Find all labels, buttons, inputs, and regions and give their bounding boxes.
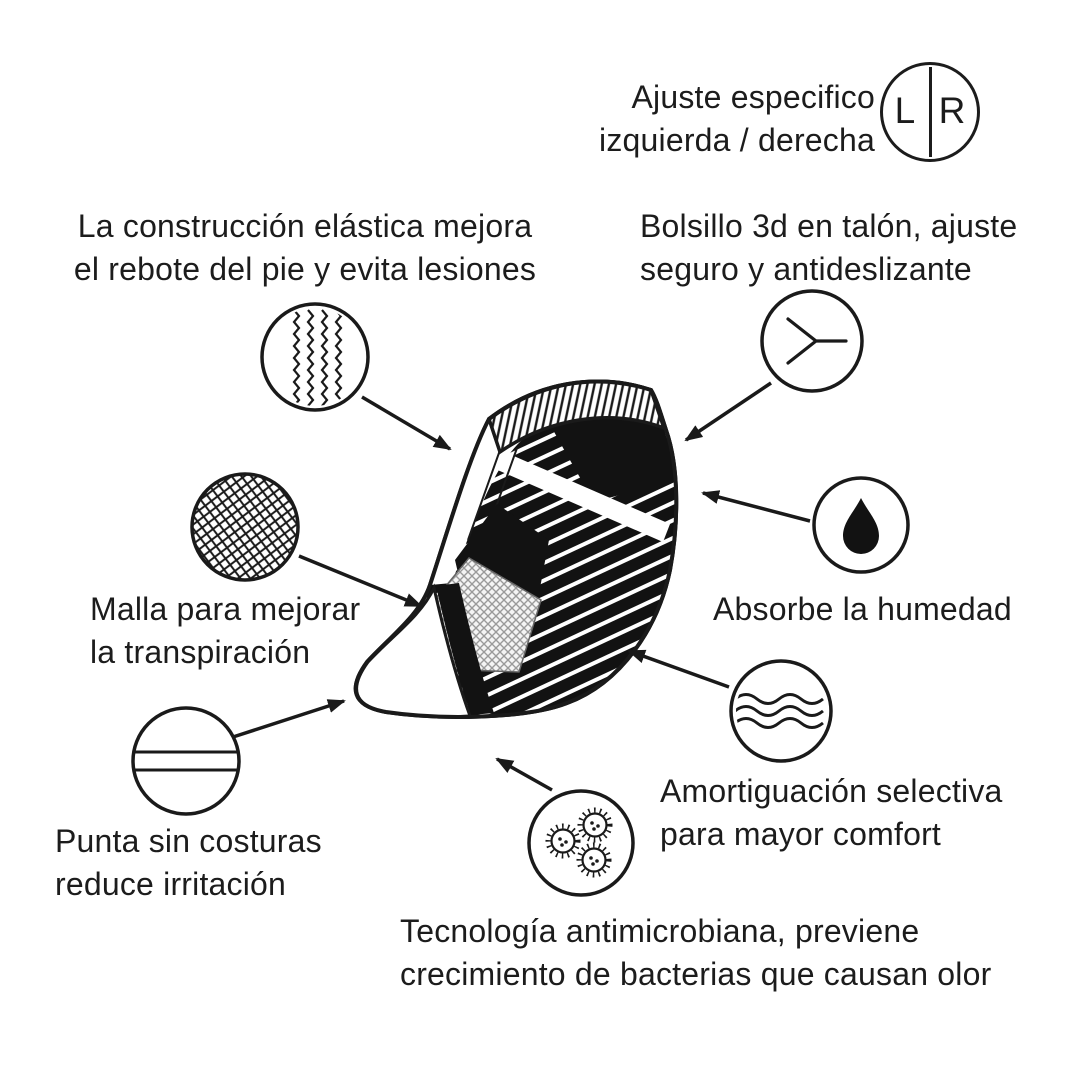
mesh-crosshatch-icon <box>190 472 300 582</box>
wave-lines <box>736 693 824 729</box>
sock-outline-stroke <box>353 379 679 719</box>
label-elastic: La construcción elástica mejora el rebot… <box>60 205 550 291</box>
label-mesh-line2: la transpiración <box>90 633 311 670</box>
label-seamless-toe-line2: reduce irritación <box>55 865 287 902</box>
arrow-heel-pocket <box>684 381 772 442</box>
arrow-antimicrobial <box>495 757 553 792</box>
drop-shape <box>843 498 879 554</box>
elastic-ribbing-icon <box>260 302 370 412</box>
arrow-moisture <box>701 490 811 523</box>
label-antimicrobial-line2: crecimiento de bacterias que causan olor <box>400 955 992 992</box>
sock-achilles-patch <box>552 415 674 502</box>
label-seamless-toe-line1: Punta sin costuras <box>55 823 322 859</box>
label-heel-pocket-line1: Bolsillo 3d en talón, ajuste <box>640 208 1018 244</box>
y-branch-lines <box>786 317 848 365</box>
label-elastic-line1: La construcción elástica mejora <box>77 208 533 244</box>
label-antimicrobial-line1: Tecnología antimicrobiana, previene <box>400 913 920 949</box>
arrow-seamless-toe <box>232 699 346 739</box>
microbes <box>545 807 613 878</box>
left-right-split-circle-icon: L R <box>880 62 980 162</box>
label-fit-lr: Ajuste especifico izquierda / derecha <box>500 76 875 162</box>
sock-white-chevron-band <box>493 450 670 542</box>
label-cushioning-line2: para mayor comfort <box>660 815 942 852</box>
label-heel-pocket-line2: seguro y antideslizante <box>640 250 972 287</box>
callout-arrows <box>232 381 811 792</box>
label-cushioning-line1: Amortiguación selectiva <box>660 773 1003 809</box>
lr-right-letter: R <box>938 90 966 131</box>
label-seamless-toe: Punta sin costuras reduce irritación <box>55 820 322 906</box>
wave-cushion-icon <box>729 659 833 763</box>
arrow-elastic <box>361 395 452 451</box>
sock <box>353 379 679 719</box>
label-cushioning: Amortiguación selectiva para mayor comfo… <box>660 770 1003 856</box>
toe-seam-lines <box>135 750 237 772</box>
lr-left-letter: L <box>894 90 916 131</box>
label-fit-lr-line2: izquierda / derecha <box>599 121 875 158</box>
arrow-cushioning <box>627 649 730 689</box>
label-moisture-line1: Absorbe la humedad <box>713 591 1012 627</box>
label-elastic-line2: el rebote del pie y evita lesiones <box>73 250 537 287</box>
label-heel-pocket: Bolsillo 3d en talón, ajuste seguro y an… <box>640 205 1017 291</box>
label-antimicrobial: Tecnología antimicrobiana, previene crec… <box>400 910 991 996</box>
arrow-mesh <box>298 554 423 608</box>
sock-front-white-panel <box>430 419 521 585</box>
water-drop-icon <box>812 476 910 574</box>
label-fit-lr-line1: Ajuste especifico <box>631 79 875 115</box>
label-mesh: Malla para mejorar la transpiración <box>90 588 360 674</box>
label-moisture: Absorbe la humedad <box>713 588 1012 631</box>
y-heel-pocket-icon <box>760 289 864 393</box>
lr-divider-line <box>928 67 932 157</box>
sock-toe-black-band <box>436 583 494 715</box>
label-mesh-line1: Malla para mejorar <box>90 591 361 627</box>
bacteria-icon <box>527 789 635 897</box>
elastic-zigzag-lines <box>292 309 343 406</box>
seamless-toe-lines-icon <box>131 706 241 816</box>
